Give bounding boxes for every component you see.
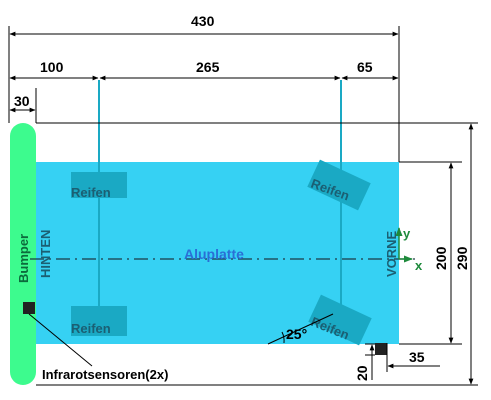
bumper-label: Bumper (16, 234, 31, 283)
front-label: VORNE (384, 230, 399, 277)
dim-plate-width: 290 (454, 246, 470, 270)
front-left-wheel (307, 159, 371, 211)
plate-label: Aluplatte (184, 246, 244, 262)
rear-right-wheel (71, 306, 127, 336)
rear-left-wheel (71, 172, 127, 198)
rear-sensor (23, 302, 35, 314)
y-axis-label: y (403, 226, 411, 241)
dim-sensor-height: 20 (354, 365, 370, 381)
rear-left-wheel-label: Reifen (71, 185, 111, 200)
dim-wheelbase: 265 (196, 59, 220, 75)
rear-label: HINTEN (38, 230, 53, 278)
angle-baseline (267, 313, 334, 345)
x-axis-label: x (415, 258, 423, 273)
dim-rear-offset: 100 (40, 59, 64, 75)
bumper (10, 123, 36, 385)
dim-sensor-width: 35 (409, 349, 425, 365)
front-right-wheel (308, 294, 372, 346)
angle-arc (281, 331, 285, 344)
sensor-label: Infrarotsensoren(2x) (42, 367, 168, 382)
front-sensor (375, 343, 387, 355)
dim-front-offset: 65 (357, 59, 373, 75)
dim-track-width: 200 (433, 246, 449, 270)
sensor-leader (28, 313, 93, 367)
dim-bumper: 30 (14, 93, 30, 109)
dim-total-length: 430 (191, 13, 215, 29)
rear-right-wheel-label: Reifen (71, 321, 111, 336)
angle-label: 25° (286, 326, 307, 342)
